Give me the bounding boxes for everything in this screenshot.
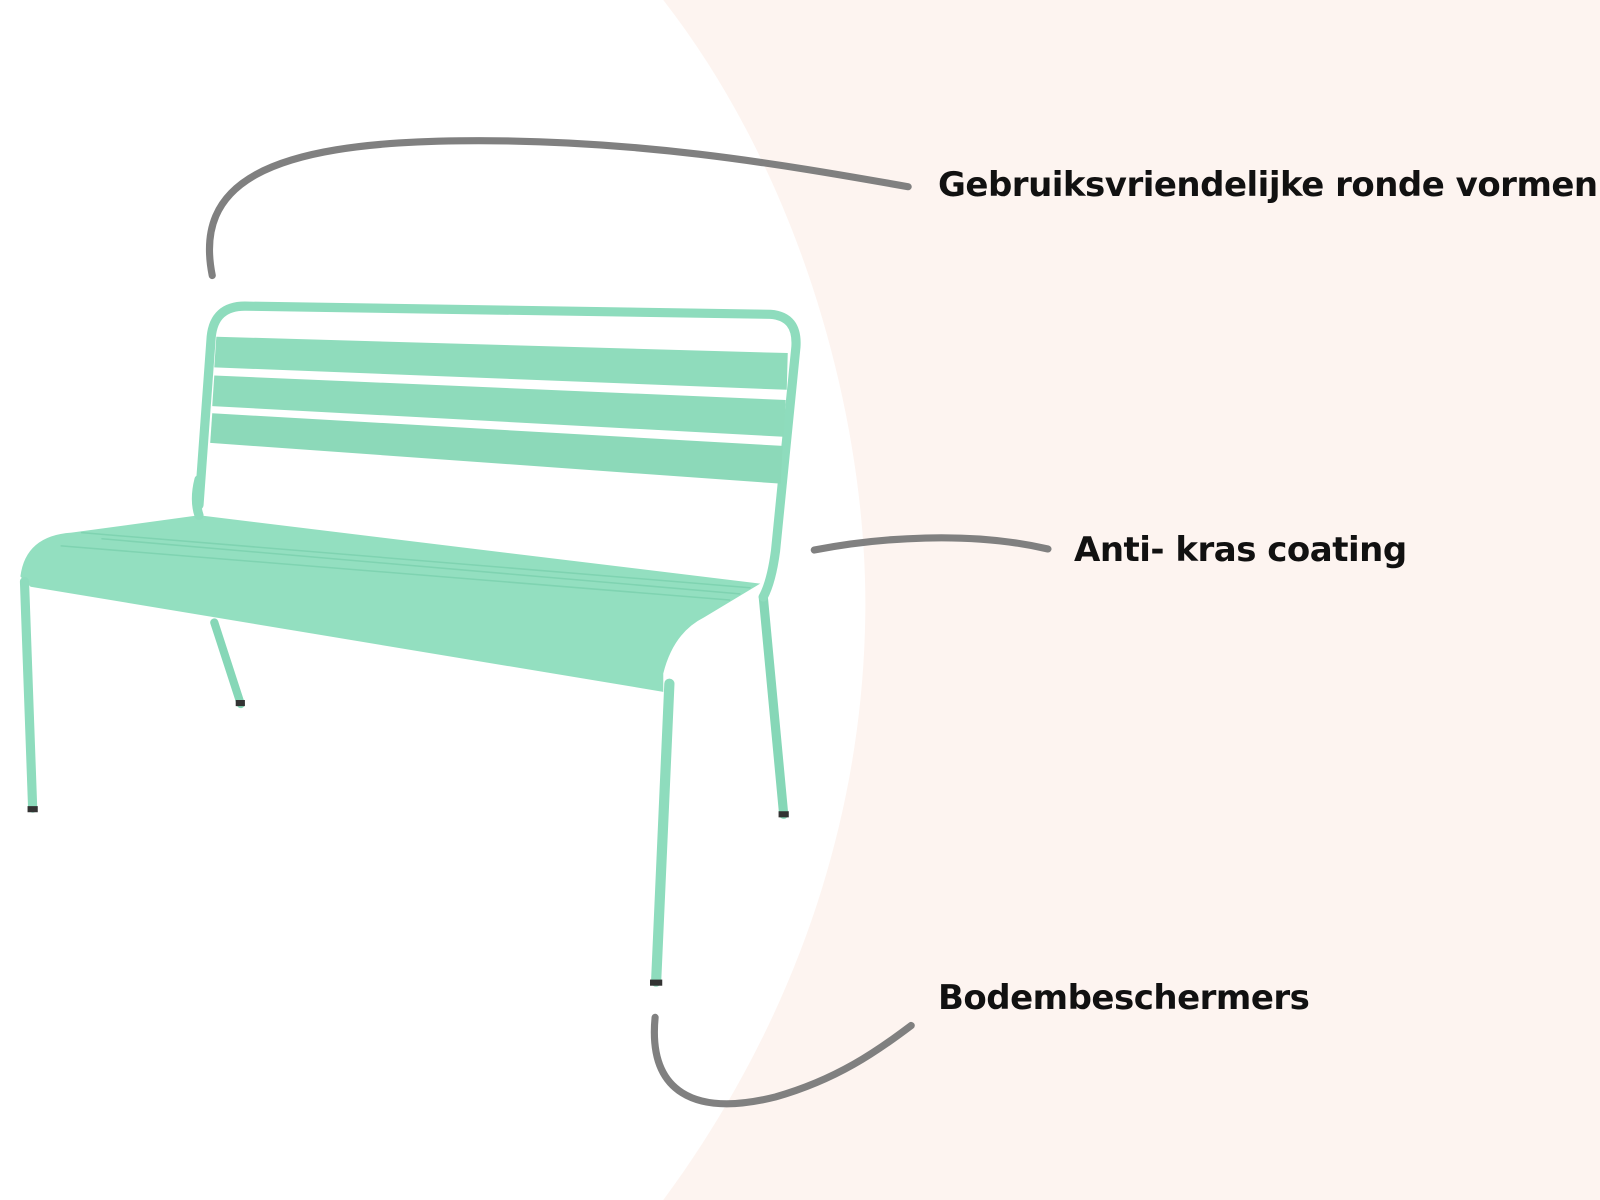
floor-protector — [235, 700, 245, 707]
callout-line-scratch-coating — [810, 534, 1052, 554]
bench-backrest-slat — [214, 336, 788, 390]
bench-backrest-frame — [194, 301, 801, 602]
bench-back-right-leg — [758, 592, 789, 819]
background-accent-region — [663, 0, 1600, 1200]
callout-line-rounded-shapes — [205, 137, 912, 280]
bench-backrest-slat — [212, 375, 786, 437]
bench-front-right-leg — [651, 678, 675, 987]
bench-front-left-leg — [19, 577, 38, 813]
feature-label-floor-protectors: Bodembeschermers — [938, 978, 1310, 1018]
floor-protector — [27, 806, 38, 813]
callout-lines — [205, 137, 1052, 1108]
callout-line-floor-protectors — [650, 1013, 915, 1108]
bench-backrest-slat — [210, 413, 783, 484]
floor-protector — [778, 811, 789, 818]
feature-label-rounded-shapes: Gebruiksvriendelijke ronde vormen — [938, 165, 1598, 205]
floor-protector — [650, 979, 663, 986]
bench-back-left-leg — [210, 618, 245, 709]
bench — [19, 301, 801, 987]
bench-seat — [20, 515, 761, 692]
feature-label-scratch-coating: Anti- kras coating — [1074, 530, 1407, 570]
